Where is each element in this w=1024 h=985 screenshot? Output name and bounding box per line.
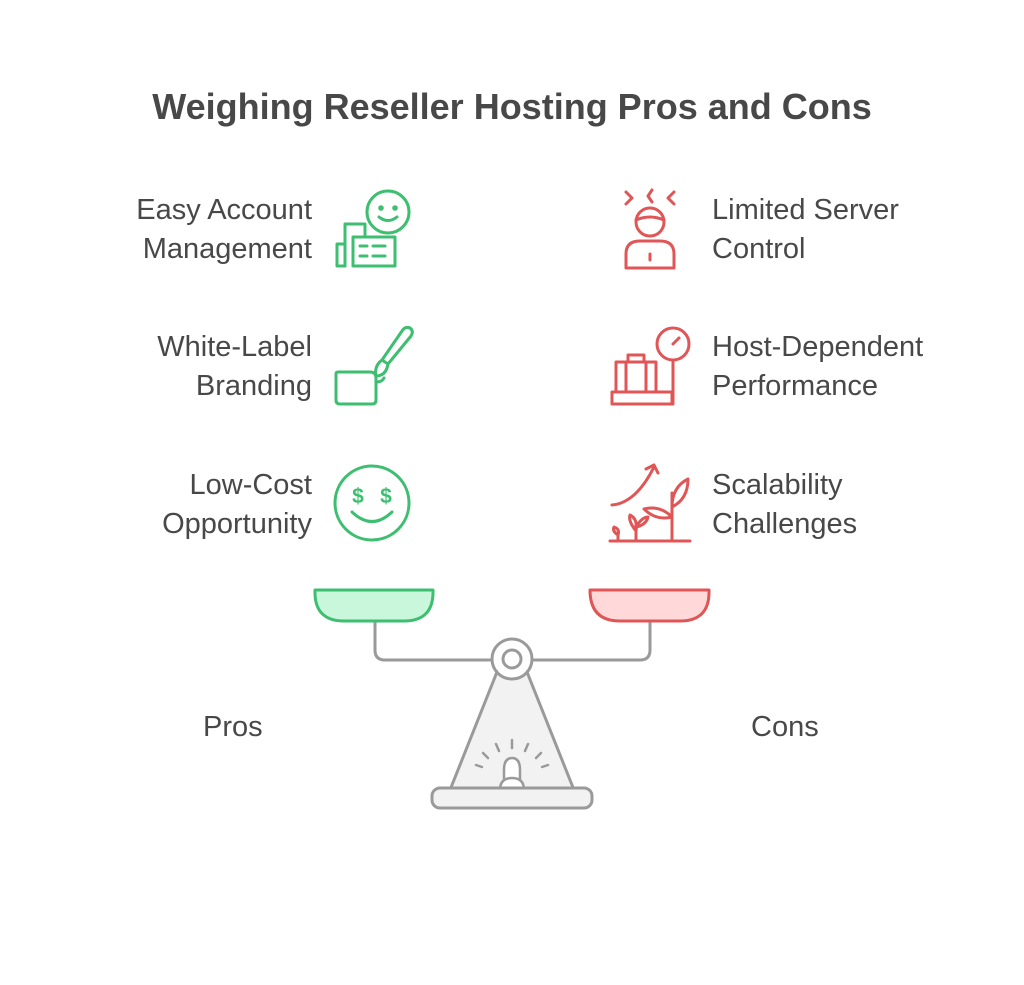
pro-item-low-cost-opportunity: Low-Cost Opportunity [162,466,312,544]
pro-item-line1: Low-Cost [189,469,313,501]
con-item-line2: Control [712,233,806,265]
pro-item-line1: Easy Account [136,194,312,226]
con-item-scalability-challenges: Scalability Challenges [712,466,857,544]
pro-item-line2: Opportunity [162,508,312,540]
scale-pivot-outer [490,637,534,681]
con-item-line2: Challenges [712,508,858,540]
pro-item-line2: Branding [195,370,312,402]
paintbrush-hand-icon [330,322,420,410]
con-item-limited-server-control: Limited Server Control [712,191,899,269]
pro-item-white-label-branding: White-Label Branding [157,328,312,406]
con-item-line1: Host-Dependent [712,331,924,363]
growing-plants-icon [606,459,696,549]
scale-dial-ticks [474,738,550,769]
luggage-scale-icon [606,322,696,410]
pro-item-easy-account-management: Easy Account Management [136,191,312,269]
scale-base [430,786,594,810]
pro-item-line1: White-Label [157,331,312,363]
happy-building-icon [330,186,420,272]
page-title: Weighing Reseller Hosting Pros and Cons [152,86,872,127]
con-item-host-dependent-performance: Host-Dependent Performance [712,328,923,406]
svg-text:$: $ [380,485,392,508]
scale-stand [448,670,576,792]
con-item-line1: Limited Server [712,194,899,226]
scale-pivot-inner [501,648,523,670]
stressed-person-icon [608,186,688,272]
scale-arm-left [373,620,498,662]
con-item-line2: Performance [712,370,879,402]
pros-pan [313,588,435,623]
scale-arm-right [526,620,652,662]
pro-item-line2: Management [142,233,312,265]
cons-label: Cons [751,711,819,743]
pros-label: Pros [203,711,263,743]
cons-pan [588,588,711,623]
scale-needle [502,756,522,790]
svg-text:$: $ [352,485,364,508]
con-item-line1: Scalability [712,469,843,501]
money-eyes-smiley-icon: $ $ [330,461,416,547]
